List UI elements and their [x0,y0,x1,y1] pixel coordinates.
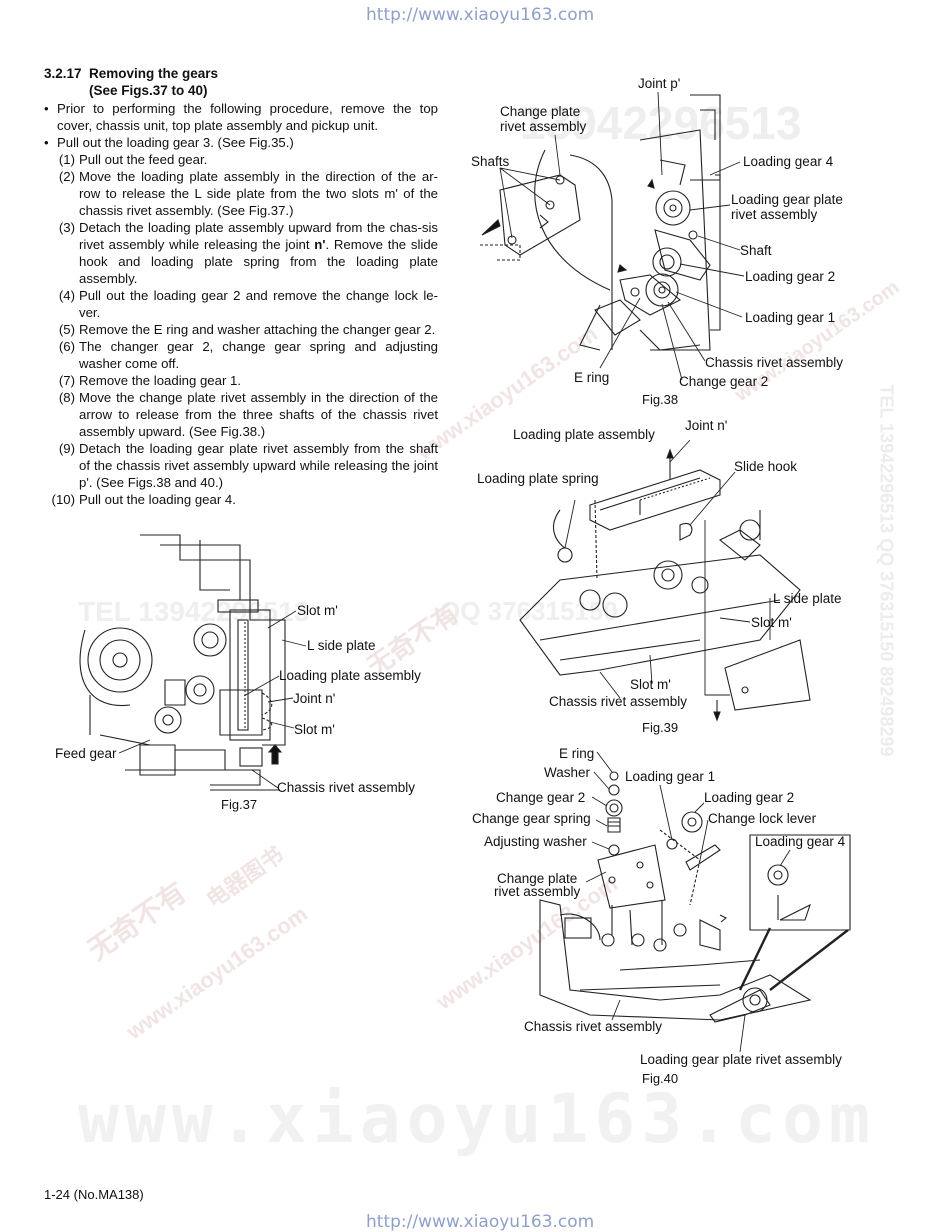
fig37-drawing [79,534,307,791]
fig38-label-loading-gear-2: Loading gear 2 [745,269,836,284]
fig40-label-loading-gear-plate-rivet-assembly: Loading gear plate rivet assembly [640,1052,842,1067]
fig39-label-slot-m-bottom: Slot m' [630,677,671,692]
fig39-label-loading-plate-assembly: Loading plate assembly [513,427,655,442]
page-number: 1-24 (No.MA138) [44,1187,144,1202]
section-number: 3.2.17 [44,66,82,81]
fig39-label-loading-plate-spring: Loading plate spring [477,471,599,486]
fig40-label-loading-gear-2: Loading gear 2 [704,790,795,805]
fig38-label-e-ring: E ring [574,370,610,385]
fig40-label-change-gear-2: Change gear 2 [496,790,586,805]
fig38-label-shaft: Shaft [740,243,772,258]
procedure-step: (8)Move the change plate rivet assembly … [58,390,438,439]
fig38-drawing [480,91,745,381]
fig39-label-slide-hook: Slide hook [734,459,798,474]
fig38-caption: Fig.38 [642,392,679,407]
fig40-label-change-plate-1: Change plate [497,871,578,886]
fig40-label-loading-gear-4: Loading gear 4 [755,834,846,849]
fig39-drawing [519,439,811,722]
fig37-label-chassis-rivet-assembly: Chassis rivet assembly [277,780,416,795]
fig40-label-e-ring: E ring [559,746,595,761]
fig40-label-washer: Washer [544,765,591,780]
fig37-label-slot-m-bottom: Slot m' [294,722,335,737]
fig40-label-loading-gear-1: Loading gear 1 [625,769,716,784]
watermark-tel: TEL 13942296513 [78,596,310,627]
fig38-label-chassis-rivet-assembly: Chassis rivet assembly [705,355,844,370]
fig40-label-change-lock-lever: Change lock lever [708,811,817,826]
fig38-label-change-plate-1: Change plate [500,104,581,119]
fig38-label-shafts: Shafts [471,154,510,169]
fig38-label-loading-gear-plate-2: rivet assembly [731,207,818,222]
procedure-note: •Pull out the loading gear 3. (See Fig.3… [44,135,294,150]
fig40-label-adjusting-washer: Adjusting washer [484,834,587,849]
procedure-note: •Prior to performing the following proce… [44,101,438,133]
fig40-label-chassis-rivet-assembly: Chassis rivet assembly [524,1019,663,1034]
fig38-label-joint-p: Joint p' [638,76,681,91]
footer-url[interactable]: http://www.xiaoyu163.com [366,1212,595,1232]
fig37-label-l-side-plate: L side plate [307,638,376,653]
section-title: Removing the gears [89,66,219,81]
fig37-label-feed-gear: Feed gear [55,746,117,761]
fig38-label-loading-gear-1: Loading gear 1 [745,310,836,325]
fig39-label-slot-m-right: Slot m' [751,615,792,630]
procedure-step: (2)Move the loading plate assembly in th… [58,169,438,218]
header-url[interactable]: http://www.xiaoyu163.com [366,5,595,25]
fig39-label-joint-n: Joint n' [685,418,728,433]
procedure-list: •Prior to performing the following proce… [44,100,438,508]
watermark-big-url: www.xiaoyu163.com [78,1080,876,1159]
procedure-step: (3)Detach the loading plate assembly upw… [58,220,438,286]
procedure-step: (5)Remove the E ring and washer attachin… [58,322,436,337]
procedure-step: (9)Detach the loading gear plate rivet a… [58,441,438,490]
fig39-caption: Fig.39 [642,720,679,735]
fig37-label-joint-n: Joint n' [293,691,336,706]
fig40-drawing [539,751,851,1053]
fig37-label-slot-m-top: Slot m' [297,603,338,618]
fig38-label-loading-gear-4: Loading gear 4 [743,154,834,169]
procedure-step: (7)Remove the loading gear 1. [58,373,242,388]
procedure-step: (6)The changer gear 2, change gear sprin… [58,339,438,371]
fig40-caption: Fig.40 [642,1071,679,1086]
fig38-label-change-gear-2: Change gear 2 [679,374,769,389]
section-subtitle: (See Figs.37 to 40) [89,83,208,98]
fig38-label-loading-gear-plate-1: Loading gear plate [731,192,843,207]
fig39-label-chassis-rivet-assembly: Chassis rivet assembly [549,694,688,709]
fig40-label-change-gear-spring: Change gear spring [472,811,591,826]
fig38-label-change-plate-2: rivet assembly [500,119,587,134]
procedure-step: (4)Pull out the loading gear 2 and remov… [58,288,438,320]
procedure-step: (10)Pull out the loading gear 4. [51,492,236,507]
fig37-label-loading-plate-assembly: Loading plate assembly [279,668,421,683]
fig40-label-change-plate-2: rivet assembly [494,884,581,899]
fig39-label-l-side-plate: L side plate [773,591,842,606]
fig37-caption: Fig.37 [221,797,258,812]
procedure-step: (1)Pull out the feed gear. [58,152,208,167]
